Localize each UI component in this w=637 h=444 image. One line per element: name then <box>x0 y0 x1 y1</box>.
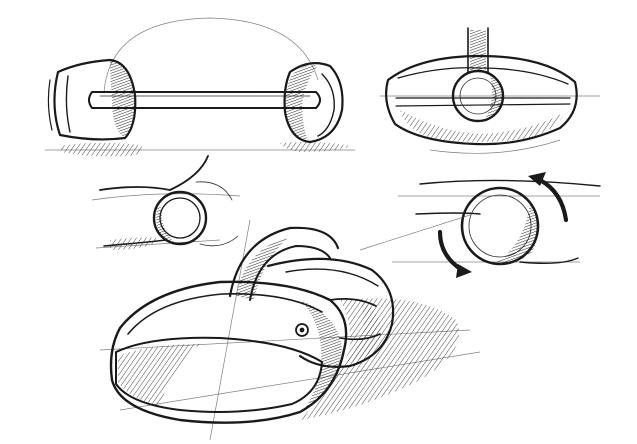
top-view-sketch <box>380 27 600 154</box>
side-view-sketch <box>45 17 355 157</box>
rotation-detail-sketch <box>392 172 601 278</box>
perspective-headset-sketch <box>99 214 481 441</box>
hinge-detail-sketch <box>91 155 241 250</box>
